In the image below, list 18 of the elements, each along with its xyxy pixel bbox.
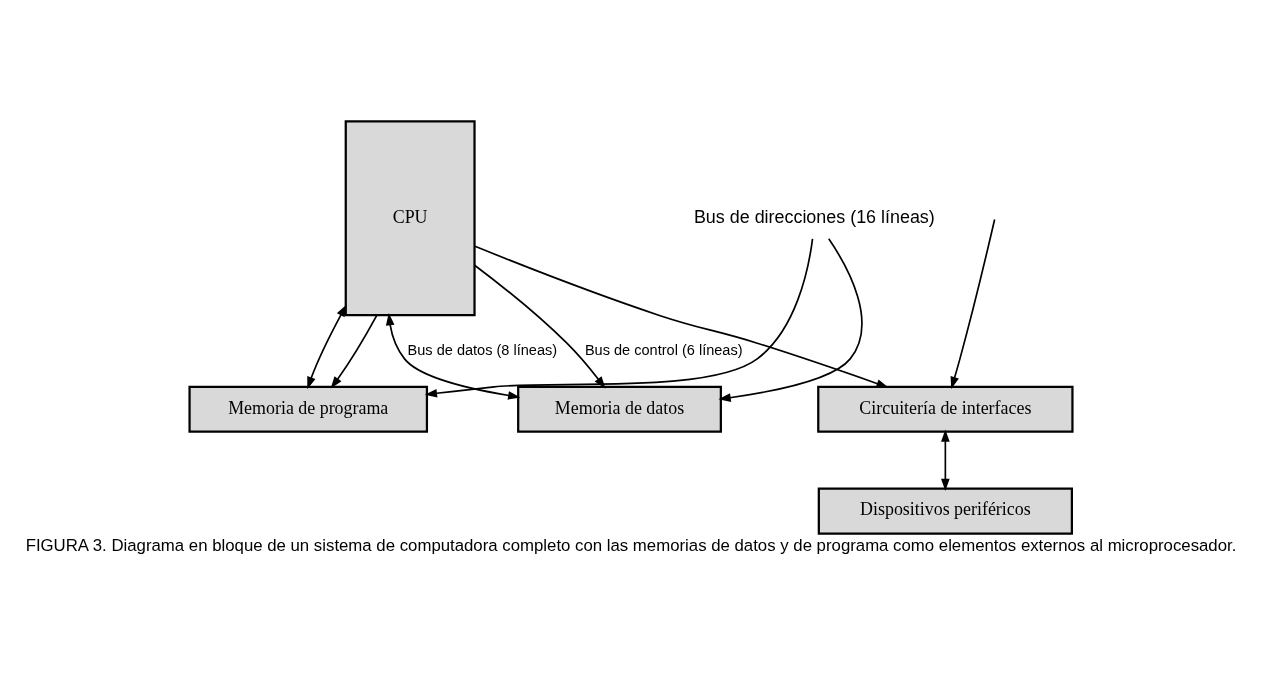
node-box: CPU	[344, 119, 476, 316]
node-text: Bus de direcciones (16 líneas)	[693, 206, 935, 227]
node-box: Circuitería de interfaces	[817, 385, 1074, 433]
arrow	[950, 218, 996, 389]
caption: FIGURA 3. Diagrama en bloque de un sistema de computadora completo con las memorias de datos y de programa como elementos externos al microprocesador.	[25, 535, 1237, 555]
node-box: Memoria de programa	[188, 385, 429, 433]
arrow	[474, 244, 889, 388]
arrow	[307, 303, 347, 389]
arrow	[718, 237, 863, 402]
edge-label: Bus de datos (8 líneas)	[407, 341, 558, 358]
node-box: Dispositivos periféricos	[817, 487, 1073, 535]
arrow	[473, 263, 606, 389]
arrow	[424, 237, 814, 398]
arrow	[385, 312, 521, 400]
edge-label: Bus de control (6 líneas)	[584, 341, 743, 358]
node-box: Memoria de datos	[517, 385, 722, 433]
arrow	[941, 428, 950, 491]
arrow	[330, 314, 378, 389]
